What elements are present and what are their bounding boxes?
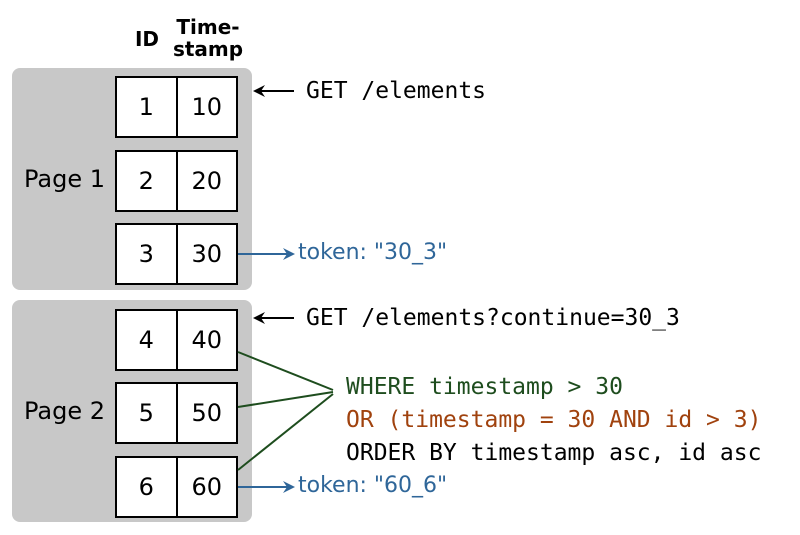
request-2-text: GET /elements?continue=30_3	[306, 305, 680, 331]
timestamp-column-header: Time- stamp	[168, 16, 248, 60]
table-row: 1 10	[115, 76, 238, 138]
row-id: 2	[138, 167, 154, 195]
request-1-text: GET /elements	[306, 78, 487, 104]
timestamp-header-line2: stamp	[172, 37, 244, 61]
table-row: 5 50	[115, 382, 238, 444]
row-id: 3	[138, 240, 154, 268]
id-column-header: ID	[134, 27, 160, 51]
query-connector-row-6	[237, 393, 334, 471]
query-where-line: WHERE timestamp > 30	[346, 374, 623, 400]
query-connector-row-5	[237, 391, 334, 408]
query-order-line: ORDER BY timestamp asc, id asc	[346, 440, 762, 466]
query-or-line: OR (timestamp = 30 AND id > 3)	[346, 407, 762, 433]
table-row: 4 40	[115, 309, 238, 371]
table-row: 2 20	[115, 150, 238, 212]
row-timestamp: 20	[175, 152, 237, 210]
row-id: 6	[138, 473, 154, 501]
row-timestamp: 50	[175, 384, 237, 442]
row-timestamp: 10	[175, 78, 237, 136]
row-id: 5	[138, 399, 154, 427]
row-id: 1	[138, 93, 154, 121]
token-1-text: token: "30_3"	[298, 240, 448, 265]
table-row: 6 60	[115, 456, 238, 518]
query-connector-row-4	[237, 351, 334, 391]
page-1-label: Page 1	[24, 165, 105, 193]
row-timestamp: 60	[175, 458, 237, 516]
table-row: 3 30	[115, 223, 238, 285]
page-2-label: Page 2	[24, 397, 105, 425]
row-timestamp: 40	[175, 311, 237, 369]
row-id: 4	[138, 326, 154, 354]
row-timestamp: 30	[175, 225, 237, 283]
token-2-text: token: "60_6"	[298, 473, 448, 498]
timestamp-header-line1: Time-	[176, 15, 240, 39]
